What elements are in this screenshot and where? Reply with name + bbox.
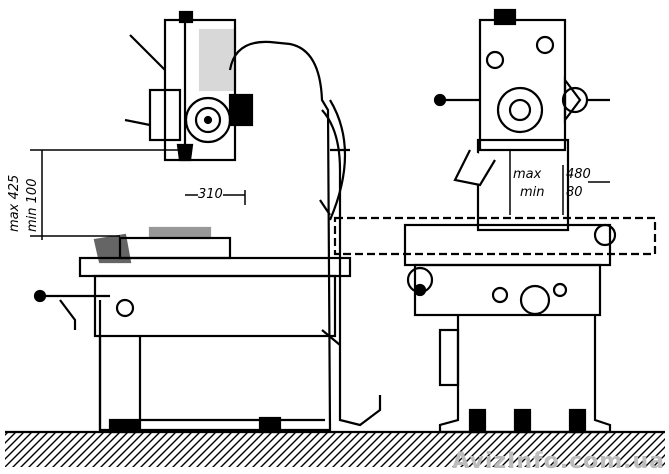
table-front [333,216,657,256]
dimension-480: 480 [566,167,591,182]
watermark: AvizInfo.com.ua [452,449,665,474]
side-view [33,10,382,434]
label-min: min [520,185,545,200]
knee [93,274,337,338]
dimension-max-425: max 425 [7,174,22,232]
knee-front [413,263,602,317]
front-view [333,8,657,434]
spindle-head-front [478,18,567,152]
label-max: max [513,167,542,182]
column [98,40,332,432]
dimension-min-100: min 100 [25,178,40,232]
dimension-80: 80 [566,185,583,200]
dimension-310: 310 [198,187,223,202]
